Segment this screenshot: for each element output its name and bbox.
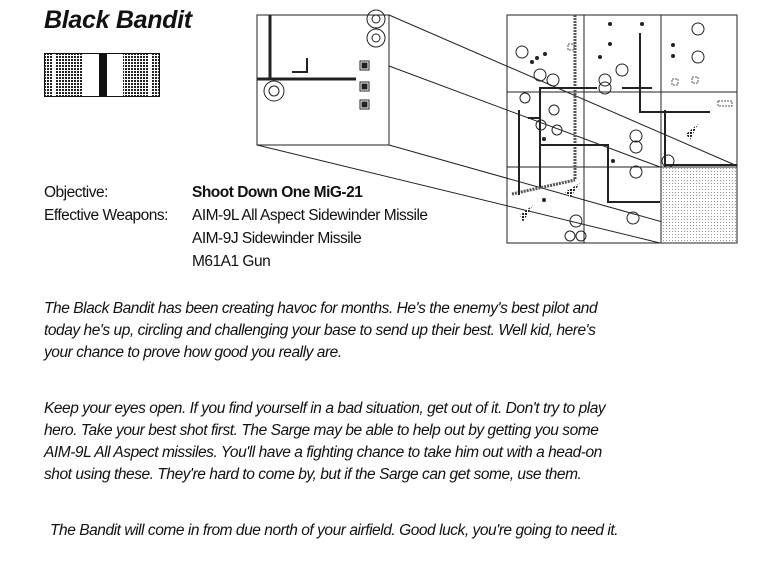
briefing-line: hero. Take your best shot first. The Sar… (44, 422, 599, 439)
weapon-item: AIM-9L All Aspect Sidewinder Missile (192, 207, 428, 224)
briefing-line: today he's up, circling and challenging … (44, 322, 596, 339)
weapons-label: Effective Weapons: (44, 207, 168, 224)
ribbon-medal-icon (44, 53, 160, 97)
briefing-line: Keep your eyes open. If you find yoursel… (44, 400, 606, 417)
area-map-diagram (256, 9, 738, 244)
briefing-closing: The Bandit will come in from due north o… (50, 522, 619, 539)
briefing-line: The Black Bandit has been creating havoc… (44, 300, 598, 317)
weapon-item: M61A1 Gun (192, 253, 271, 270)
briefing-line: your chance to prove how good you really… (44, 344, 342, 361)
briefing-line: AIM-9L All Aspect missiles. You'll have … (44, 444, 602, 461)
objective-value: Shoot Down One MiG-21 (192, 184, 363, 201)
area-map-grid (506, 14, 738, 244)
briefing-line: shot using these. They're hard to come b… (44, 466, 582, 483)
objective-label: Objective: (44, 184, 108, 201)
mission-title: Black Bandit (44, 6, 192, 34)
weapon-item: AIM-9J Sidewinder Missile (192, 230, 362, 247)
inset-zoom-box (256, 9, 738, 244)
